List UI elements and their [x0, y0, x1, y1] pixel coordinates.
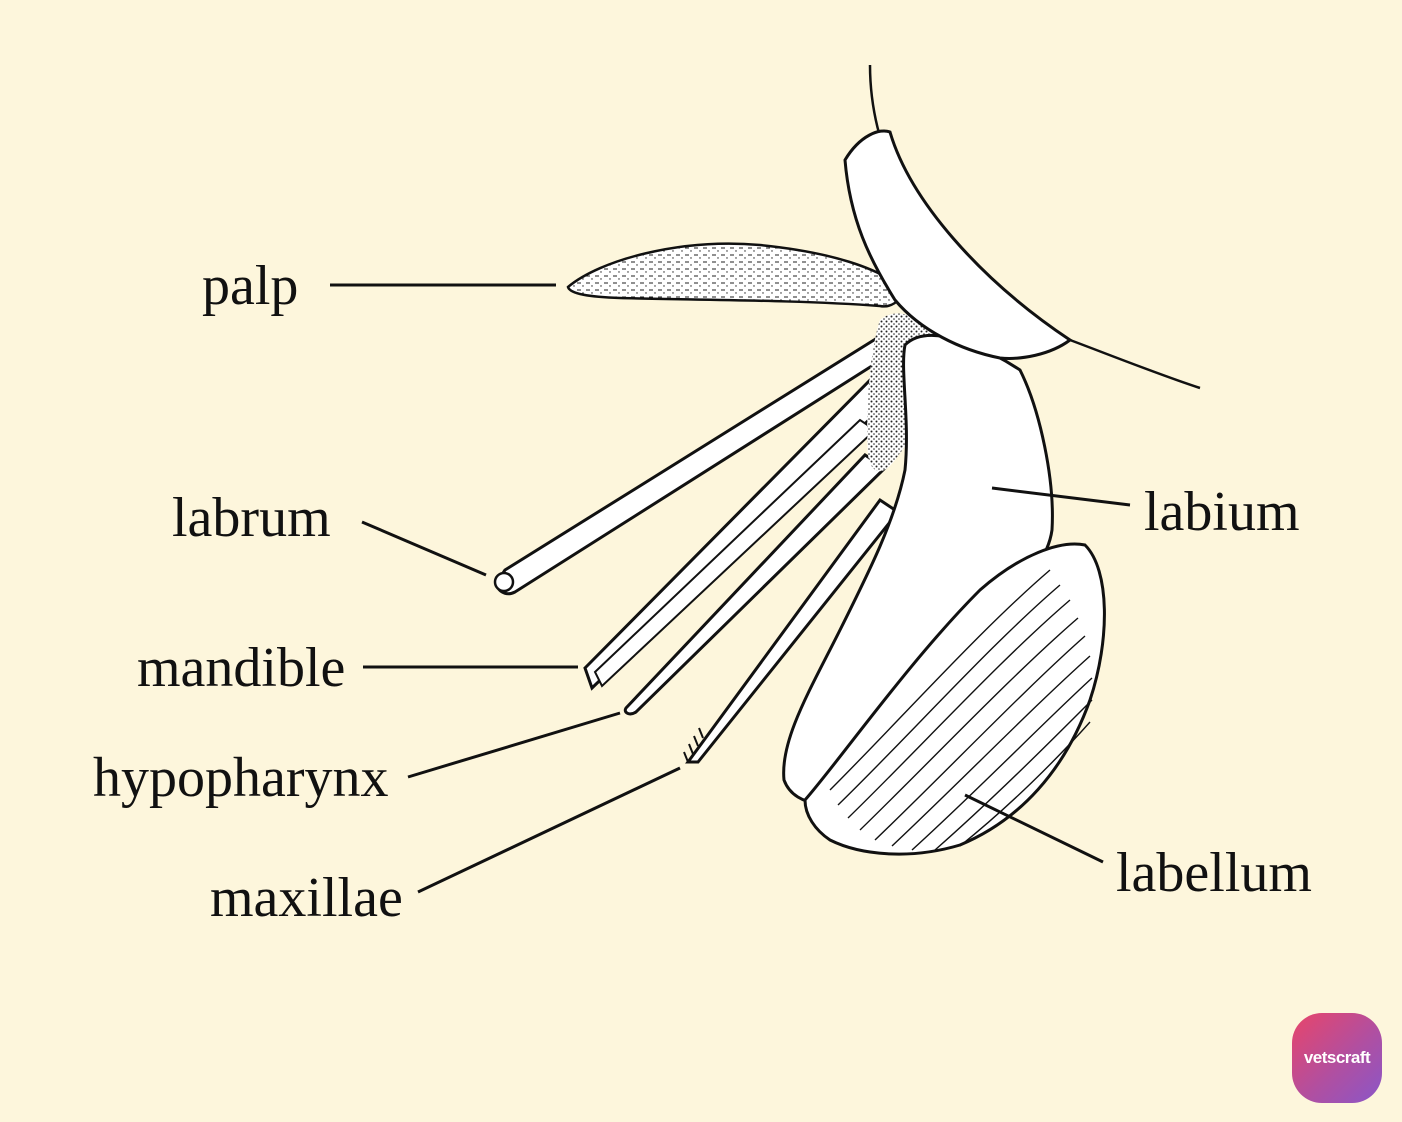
label-labrum: labrum [172, 487, 331, 549]
label-mandible: mandible [137, 637, 346, 699]
sclerite-shape [843, 129, 1073, 360]
leader-labrum [361, 520, 487, 577]
logo-text: vetscraft [1303, 1048, 1371, 1067]
leader-labium [991, 486, 1131, 507]
leader-hypopharynx [407, 711, 621, 779]
vetscraft-logo: vetscraft [1292, 1013, 1382, 1103]
label-palp: palp [202, 255, 299, 317]
palp-shape [566, 242, 907, 308]
maxillae-teeth [683, 727, 704, 763]
hypopharynx-shape [623, 453, 888, 716]
labellum-ridges [829, 569, 1093, 851]
leader-maxillae [417, 766, 681, 894]
labrum-tip [493, 571, 515, 593]
leader-labellum [964, 793, 1104, 864]
label-labium: labium [1144, 481, 1300, 543]
label-labellum: labellum [1116, 842, 1312, 904]
labellum-shape [803, 542, 1106, 856]
label-hypopharynx: hypopharynx [93, 747, 389, 809]
label-maxillae: maxillae [210, 867, 403, 929]
